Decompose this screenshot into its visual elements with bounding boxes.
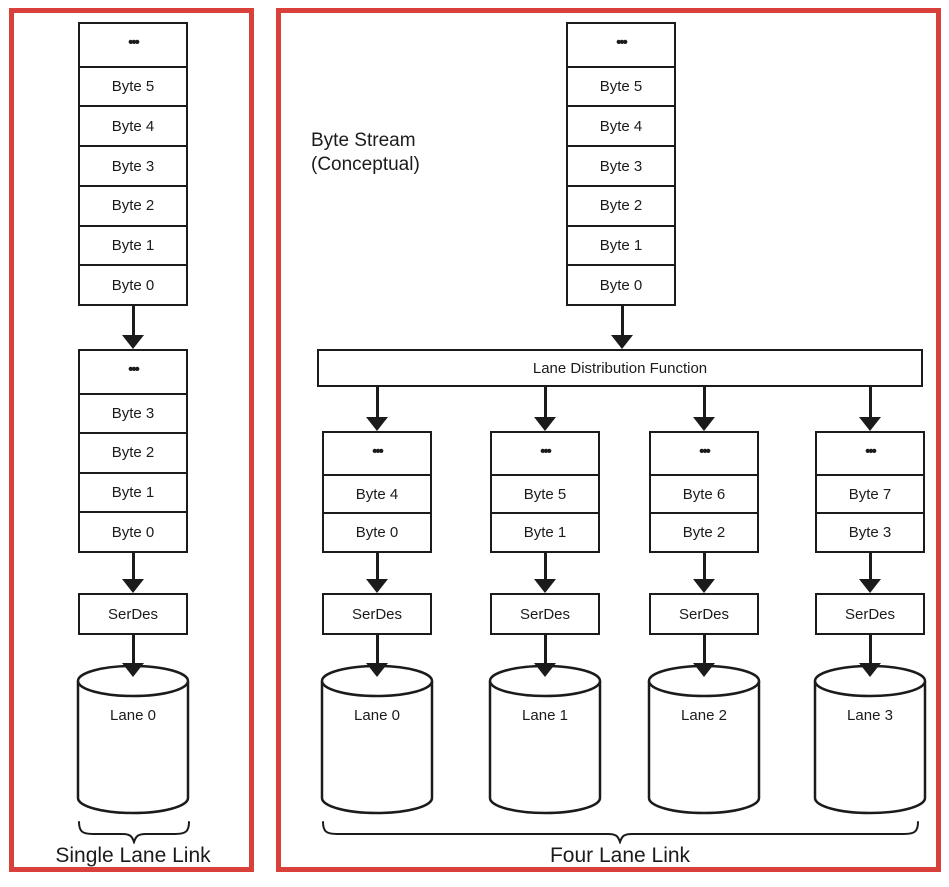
lane-label: Lane 0: [354, 707, 400, 724]
down-arrow: [366, 635, 388, 677]
byte-cell: Byte 0: [80, 511, 186, 551]
cylinder-shape: [647, 664, 761, 815]
down-arrow: [122, 553, 144, 593]
down-arrow: [122, 635, 144, 677]
down-arrow: [122, 306, 144, 349]
underbrace: [77, 820, 191, 849]
byte-stream-label-line1: Byte Stream: [311, 130, 416, 151]
lane-label: Lane 1: [522, 707, 568, 724]
four-lane-panel: Byte Stream (Conceptual) ••• Byte 5 Byte…: [276, 8, 941, 872]
ellipsis-cell: •••: [651, 433, 757, 474]
lane-cylinder: [813, 664, 927, 816]
lane-label: Lane 0: [110, 707, 156, 724]
ellipsis-cell: •••: [817, 433, 923, 474]
cylinder-shape: [76, 664, 190, 815]
lane-buffer-stack: ••• Byte 3 Byte 2 Byte 1 Byte 0: [78, 349, 188, 553]
serdes-box: SerDes: [78, 593, 188, 635]
byte-cell: Byte 3: [80, 392, 186, 433]
byte-cell: Byte 3: [80, 145, 186, 185]
byte-cell: Byte 1: [492, 512, 598, 552]
down-arrow: [693, 553, 715, 593]
down-arrow: [693, 387, 715, 431]
byte-cell: Byte 1: [568, 224, 674, 265]
down-arrow: [366, 553, 388, 593]
underbrace: [321, 820, 920, 849]
down-arrow: [611, 306, 633, 349]
byte-cell: Byte 0: [568, 264, 674, 305]
ellipsis-cell: •••: [80, 24, 186, 66]
byte-stream-stack: ••• Byte 5 Byte 4 Byte 3 Byte 2 Byte 1 B…: [566, 22, 676, 306]
byte-cell: Byte 7: [817, 473, 923, 513]
serdes-box: SerDes: [322, 593, 432, 635]
byte-cell: Byte 4: [324, 473, 430, 513]
ellipsis-cell: •••: [568, 24, 674, 66]
serdes-box: SerDes: [649, 593, 759, 635]
byte-cell: Byte 2: [568, 184, 674, 225]
lane-cylinder: [76, 664, 190, 816]
single-lane-panel: ••• Byte 5 Byte 4 Byte 3 Byte 2 Byte 1 B…: [9, 8, 254, 872]
down-arrow: [534, 387, 556, 431]
panel-caption: Single Lane Link: [55, 844, 211, 867]
down-arrow: [859, 553, 881, 593]
byte-cell: Byte 2: [80, 432, 186, 472]
byte-cell: Byte 5: [568, 65, 674, 106]
cylinder-shape: [813, 664, 927, 815]
down-arrow: [534, 635, 556, 677]
cylinder-shape: [320, 664, 434, 815]
lane-label: Lane 3: [847, 707, 893, 724]
byte-cell: Byte 2: [651, 512, 757, 552]
lane-cylinder: [488, 664, 602, 816]
lane-cylinder: [320, 664, 434, 816]
lane-label: Lane 2: [681, 707, 727, 724]
byte-stream-label: Byte Stream (Conceptual): [311, 129, 420, 177]
byte-cell: Byte 0: [80, 264, 186, 305]
ellipsis-cell: •••: [324, 433, 430, 474]
serdes-box: SerDes: [490, 593, 600, 635]
byte-cell: Byte 4: [80, 105, 186, 146]
byte-cell: Byte 2: [80, 184, 186, 225]
down-arrow: [859, 635, 881, 677]
ellipsis-cell: •••: [80, 351, 186, 393]
down-arrow: [859, 387, 881, 431]
byte-cell: Byte 1: [80, 224, 186, 265]
serdes-box: SerDes: [815, 593, 925, 635]
lane-buffer-stack: ••• Byte 4 Byte 0: [322, 431, 432, 553]
byte-cell: Byte 4: [568, 105, 674, 146]
panel-caption: Four Lane Link: [549, 844, 691, 867]
byte-cell: Byte 5: [80, 65, 186, 106]
cylinder-shape: [488, 664, 602, 815]
lane-buffer-stack: ••• Byte 6 Byte 2: [649, 431, 759, 553]
lane-cylinder: [647, 664, 761, 816]
byte-cell: Byte 6: [651, 473, 757, 513]
byte-stream-label-line2: (Conceptual): [311, 154, 420, 175]
down-arrow: [534, 553, 556, 593]
down-arrow: [693, 635, 715, 677]
byte-cell: Byte 0: [324, 512, 430, 552]
lane-buffer-stack: ••• Byte 7 Byte 3: [815, 431, 925, 553]
byte-cell: Byte 3: [568, 145, 674, 185]
byte-stream-stack: ••• Byte 5 Byte 4 Byte 3 Byte 2 Byte 1 B…: [78, 22, 188, 306]
ellipsis-cell: •••: [492, 433, 598, 474]
byte-cell: Byte 5: [492, 473, 598, 513]
byte-cell: Byte 1: [80, 471, 186, 512]
lane-distribution-function-box: Lane Distribution Function: [317, 349, 923, 387]
down-arrow: [366, 387, 388, 431]
lane-buffer-stack: ••• Byte 5 Byte 1: [490, 431, 600, 553]
byte-cell: Byte 3: [817, 512, 923, 552]
